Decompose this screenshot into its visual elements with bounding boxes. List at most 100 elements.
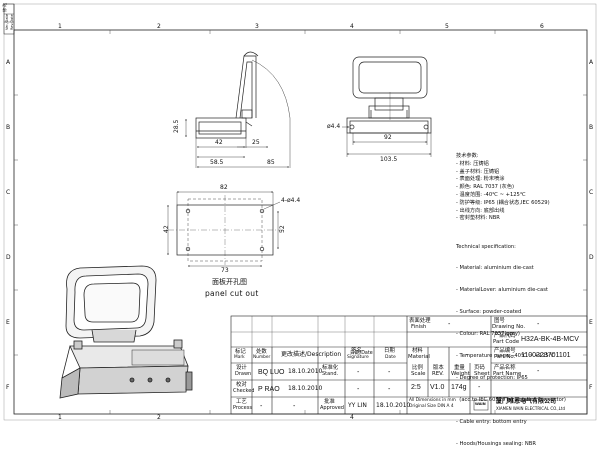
tb-scale-value: 2:5 xyxy=(411,384,421,391)
zone-letter: D xyxy=(589,254,594,261)
dim-front-outer: 103.5 xyxy=(380,156,398,163)
spec-en-line: (acc.to IEC 60529 for coupled connector) xyxy=(456,396,566,403)
tb-weight-value: 174g xyxy=(451,384,467,391)
zone-number: 2 xyxy=(157,414,161,421)
zone-number: 1 xyxy=(58,23,62,30)
tb-part-code-value: H32A-BK-4B-MCV xyxy=(521,336,579,343)
company-name-en: XIAMEN WAIN ELECTRICAL CO.,Ltd xyxy=(496,406,565,411)
tb-rev-cn: 版本 xyxy=(433,365,444,371)
tb-hdr-num-cn: 处数 xyxy=(256,349,267,355)
cutout-title-en: panel cut out xyxy=(205,289,259,298)
tb-row-en2: Approved xyxy=(320,405,344,411)
spec-cn-line: - 密封垫材料: NBR xyxy=(456,215,500,222)
tb-hdr-date2-en: Date xyxy=(385,355,396,360)
tb-part-code-en: Part Code xyxy=(493,339,520,345)
spec-cn-line: - 出线方向: 底部出线 xyxy=(456,207,505,214)
tb-row-date: 18.10.2010 xyxy=(288,385,323,392)
zone-number: 5 xyxy=(445,23,449,30)
tb-hdr-sign-en: Signature xyxy=(347,355,369,360)
spec-cn-line: - 材料: 压铸铝 xyxy=(456,160,489,167)
zone-number: 2 xyxy=(157,23,161,30)
zone-number: 4 xyxy=(350,23,354,30)
company-logo-text: WAIN xyxy=(475,402,486,406)
cutout-title-cn: 面板开孔图 xyxy=(212,278,247,286)
spec-en-line: - MaterialLover: aluminium die-cast xyxy=(456,287,548,294)
zone-letter: E xyxy=(6,319,10,326)
zone-number: 1 xyxy=(58,414,62,421)
tb-row-date: 18.10.2010 xyxy=(288,368,323,375)
tb-finish-value: - xyxy=(448,321,451,328)
spec-en-line: - Surface: powder-coated xyxy=(456,309,522,316)
tb-finish-cn: 表面处理 xyxy=(409,318,431,324)
spec-cn-line: - 表面处理: 粉末喷涂 xyxy=(456,176,505,183)
spec-cn-line: - 防护等级: IP65 (耦合状态,IEC 60529) xyxy=(456,199,550,206)
tb-sheet-en: Sheet xyxy=(474,371,490,377)
tb-row-name: P RAO xyxy=(258,386,280,393)
tb-part-no-cn: 产品编号 xyxy=(494,348,516,354)
company-logo xyxy=(473,399,489,411)
tb-drawing-no-cn: 图号 xyxy=(494,318,505,324)
drawing-canvas xyxy=(3,3,597,421)
spec-en-title: Technical specification: xyxy=(456,243,516,250)
tb-material-value: - xyxy=(466,352,469,359)
zone-letter: F xyxy=(6,384,10,391)
tb-scale-cn: 比例 xyxy=(412,365,423,371)
drawing-sheet: 1 2 3 4 5 6 1 2 4 A B C D E F A B C D E … xyxy=(2,2,597,447)
tb-sheet-cn: 页码 xyxy=(474,365,485,371)
spec-cn-line: - 温度范围: -40℃ ~ +125℃ xyxy=(456,191,526,198)
side-view xyxy=(195,51,291,168)
panel-cutout-view xyxy=(168,195,282,265)
tb-weight-en: Weight xyxy=(451,371,470,377)
spec-en-line: - Cable entry: bottom entry xyxy=(456,418,527,425)
zone-letter: F xyxy=(589,384,593,391)
tb-row-name: - xyxy=(260,403,263,410)
tb-row-name2: YY LIN xyxy=(348,402,367,409)
tb-hdr-change: 更改描述/Description xyxy=(281,351,342,358)
spec-en-line: - Material: aluminium die-cast xyxy=(456,265,534,272)
tb-drawing-no-en: Drawing No. xyxy=(492,324,526,330)
dim-front-inner: 92 xyxy=(384,134,392,141)
tb-row-cn: 工艺 xyxy=(236,399,247,405)
tb-row-cn2: 标准化 xyxy=(322,365,339,371)
dim-cut-width: 82 xyxy=(220,184,228,191)
tb-hdr-mark-en: Mark xyxy=(234,355,245,360)
spec-cn: 技术参数: - 材料: 压铸铝 - 盖子材料: 压铸铝 - 表面处理: 粉末喷涂… xyxy=(456,153,586,223)
tb-part-no-value: 1100323701101 xyxy=(521,352,571,359)
zone-number: 4 xyxy=(350,414,354,421)
revision-label: 修 改 xyxy=(2,2,7,12)
spec-cn-line: - 盖子材料: 压铸铝 xyxy=(456,168,500,175)
tb-row-date2: - xyxy=(388,369,391,376)
tb-finish-en: Finish xyxy=(411,324,427,330)
title-block xyxy=(230,315,588,415)
zone-number: 3 xyxy=(255,23,259,30)
tb-weight-cn: 重量 xyxy=(454,365,465,371)
tb-part-no-en: Part No. xyxy=(494,354,516,360)
zone-letter: A xyxy=(6,59,11,66)
company-name-cn: 厦门唯恩电气有限公司 xyxy=(496,398,557,405)
revision-label: Ver./Date xyxy=(5,13,9,30)
tb-part-name-en: Part Name xyxy=(493,371,522,377)
tb-material-en: Material xyxy=(408,354,430,360)
tb-hdr-date: 日期/Date xyxy=(350,351,373,356)
tb-units-line1: All Dimensions in mm xyxy=(409,398,456,403)
dim-cut-total-w: 73 xyxy=(221,267,229,274)
tb-row-name: BQ LUO xyxy=(258,369,285,376)
zone-number: 6 xyxy=(540,23,544,30)
spec-en-line: - Degree of protection: IP65 xyxy=(456,374,528,381)
tb-row-cn: 校对 xyxy=(236,382,247,388)
tb-hdr-date2-cn: 日期 xyxy=(384,348,395,354)
tb-rev-en: REV. xyxy=(432,371,444,377)
zone-letter: B xyxy=(589,124,594,131)
spec-en-line: - Colour: RAL 7037(grey) xyxy=(456,331,520,338)
tb-scale-en: Scale xyxy=(411,371,426,377)
tb-row-en: Checked xyxy=(233,388,255,394)
dim-side-height: 28.5 xyxy=(173,119,180,133)
tb-row-name2: - xyxy=(357,386,360,393)
tb-row-cn: 设计 xyxy=(236,365,247,371)
revision-label: Rev.Date xyxy=(10,14,14,30)
tb-row-name2: - xyxy=(357,369,360,376)
spec-cn-line: - 颜色: RAL 7037 (灰色) xyxy=(456,184,515,191)
front-view xyxy=(346,56,432,134)
tb-row-date2: 18.10.2010 xyxy=(376,402,411,409)
dim-cut-holes: 4-ø4.4 xyxy=(281,197,301,204)
